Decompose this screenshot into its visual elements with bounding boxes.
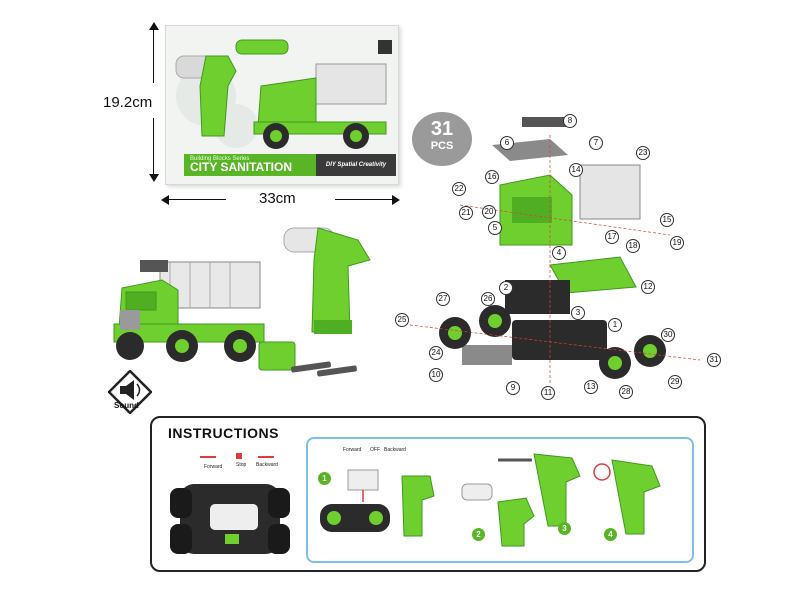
- pieces-count-badge: 31 PCS: [412, 112, 472, 166]
- sound-icon: [107, 369, 153, 415]
- drill-off-label: OFF: [370, 447, 380, 453]
- height-arrow-down-icon: [149, 174, 159, 182]
- switch-right-arrow-icon: [258, 456, 274, 458]
- part-number-18: 18: [626, 239, 640, 253]
- truck-underside-image: [170, 484, 290, 554]
- part-number-4: 4: [552, 246, 566, 260]
- part-number-22: 22: [452, 182, 466, 196]
- part-number-28: 28: [619, 385, 633, 399]
- assembly-steps-box: [306, 437, 694, 563]
- drill-toy: [283, 227, 371, 334]
- width-arrow-line-left: [168, 199, 226, 200]
- box-tagline: DIY Spatial Creativity: [316, 154, 396, 176]
- step-2-marker: 2: [472, 528, 485, 541]
- box-artwork: [175, 39, 392, 149]
- instructions-title: INSTRUCTIONS: [168, 425, 279, 441]
- width-arrow-left-icon: [161, 195, 169, 205]
- part-number-13: 13: [584, 380, 598, 394]
- steps-illustrations: [320, 453, 661, 547]
- part-number-25: 25: [395, 313, 409, 327]
- part-number-6: 6: [500, 136, 514, 150]
- assembled-truck: [113, 260, 265, 362]
- instructions-panel: [150, 416, 706, 572]
- width-arrow-line-right: [335, 199, 393, 200]
- battery-and-bits: [258, 341, 357, 377]
- part-number-27: 27: [436, 292, 450, 306]
- part-number-1: 1: [608, 318, 622, 332]
- product-box: CITY SANITATION Building Blocks Series D…: [165, 25, 399, 185]
- switch-forward-label: Forward: [204, 464, 223, 470]
- part-number-29: 29: [668, 375, 682, 389]
- width-label: 33cm: [259, 190, 296, 207]
- part-number-12: 12: [641, 280, 655, 294]
- part-number-19: 19: [670, 236, 684, 250]
- width-arrow-right-icon: [392, 195, 400, 205]
- step-4-marker: 4: [604, 528, 617, 541]
- sound-badge: Sound: [107, 369, 153, 415]
- part-number-16: 16: [485, 170, 499, 184]
- part-number-2: 2: [499, 281, 513, 295]
- part-number-15: 15: [660, 213, 674, 227]
- height-arrow-line-top: [153, 28, 154, 83]
- part-number-14: 14: [569, 163, 583, 177]
- part-number-20: 20: [482, 205, 496, 219]
- part-number-3: 3: [571, 306, 585, 320]
- part-number-8: 8: [563, 114, 577, 128]
- switch-stop-label: Stop: [236, 462, 247, 468]
- switch-left-arrow-icon: [200, 456, 216, 458]
- box-series-label: Building Blocks Series: [190, 156, 250, 162]
- part-number-5: 5: [488, 221, 502, 235]
- part-number-9: 9: [506, 381, 520, 395]
- height-label: 19.2cm: [103, 94, 153, 111]
- part-number-10: 10: [429, 368, 443, 382]
- height-arrow-line-bottom: [153, 118, 154, 176]
- part-number-24: 24: [429, 346, 443, 360]
- drill-forward-label: Forward: [343, 447, 362, 453]
- step-3-marker: 3: [558, 522, 571, 535]
- part-number-23: 23: [636, 146, 650, 160]
- height-arrow-up-icon: [149, 22, 159, 30]
- part-number-31: 31: [707, 353, 721, 367]
- drill-backward-label: Backward: [384, 447, 406, 453]
- pieces-unit: PCS: [430, 140, 454, 152]
- step-1-marker: 1: [318, 472, 331, 485]
- part-number-26: 26: [481, 292, 495, 306]
- pieces-count: 31: [430, 118, 454, 140]
- switch-backward-label: Backward: [256, 462, 278, 468]
- part-number-11: 11: [541, 386, 555, 400]
- part-number-17: 17: [605, 230, 619, 244]
- part-number-21: 21: [459, 206, 473, 220]
- sound-label: Sound: [114, 401, 139, 410]
- part-number-7: 7: [589, 136, 603, 150]
- part-number-30: 30: [661, 328, 675, 342]
- box-title-banner: CITY SANITATION: [184, 154, 322, 176]
- exploded-parts-diagram: [409, 117, 701, 385]
- switch-stop-icon: [236, 453, 242, 459]
